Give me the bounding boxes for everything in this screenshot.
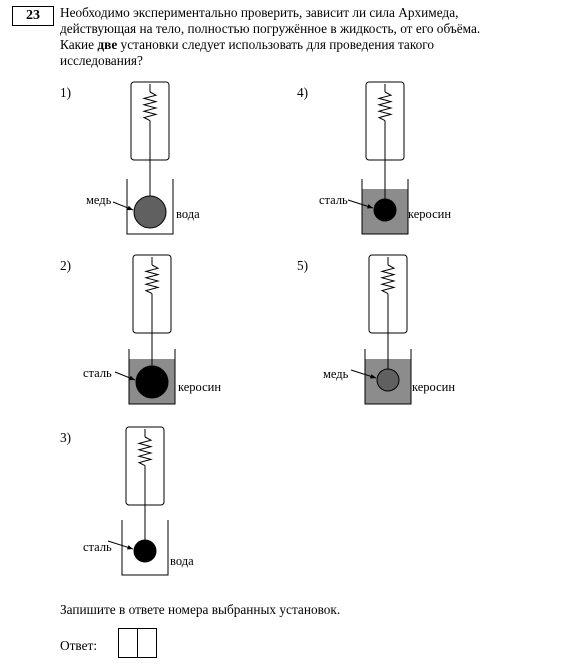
pointer-arrowhead-1 bbox=[127, 205, 133, 211]
question-text: Необходимо экспериментально проверить, з… bbox=[60, 5, 532, 69]
question-line-3: Какие две установки следует использовать… bbox=[60, 37, 532, 53]
spring-2 bbox=[144, 264, 160, 295]
ball-4 bbox=[373, 198, 397, 222]
setup-number-1: 1) bbox=[60, 85, 72, 100]
setup-number-4: 4) bbox=[297, 85, 309, 100]
liquid-label-3: вода bbox=[170, 554, 194, 568]
ball-2 bbox=[135, 365, 169, 399]
liquid-label-1: вода bbox=[176, 207, 200, 221]
setup-number-3: 3) bbox=[60, 430, 72, 445]
question-emphasis: две bbox=[97, 37, 118, 52]
vessel-5 bbox=[364, 349, 412, 405]
pointer-arrowhead-4 bbox=[367, 204, 373, 209]
metal-label-4: сталь bbox=[319, 193, 348, 207]
vessel-2 bbox=[128, 349, 176, 405]
pointer-arrowhead-3 bbox=[127, 545, 133, 550]
vessel-1 bbox=[126, 179, 174, 235]
pointer-arrowhead-2 bbox=[129, 375, 135, 381]
question-line-4: исследования? bbox=[60, 53, 143, 68]
question-line-3-start: Какие bbox=[60, 37, 98, 52]
ball-5 bbox=[376, 368, 400, 392]
pointer-arrowhead-5 bbox=[370, 374, 376, 379]
question-line-2: действующая на тело, полностью погружённ… bbox=[60, 21, 481, 36]
spring-3 bbox=[137, 436, 153, 467]
metal-label-2: сталь bbox=[83, 366, 112, 380]
setup-number-5: 5) bbox=[297, 258, 309, 273]
answer-cell-2[interactable] bbox=[137, 628, 157, 658]
answer-cell-1[interactable] bbox=[118, 628, 138, 658]
metal-label-5: медь bbox=[323, 367, 349, 381]
instruction-text: Запишите в ответе номера выбранных устан… bbox=[60, 602, 341, 617]
spring-4 bbox=[377, 91, 393, 122]
spring-1 bbox=[142, 91, 158, 122]
metal-label-3: сталь bbox=[83, 540, 112, 554]
vessel-4 bbox=[361, 179, 409, 235]
liquid-label-2: керосин bbox=[178, 380, 222, 394]
answer-label: Ответ: bbox=[60, 638, 98, 653]
question-line-3-end: установки следует использовать для прове… bbox=[117, 37, 435, 52]
setup-number-2: 2) bbox=[60, 258, 72, 273]
liquid-label-4: керосин bbox=[408, 207, 452, 221]
vessel-3 bbox=[121, 520, 169, 576]
ball-3 bbox=[133, 539, 157, 563]
question-number: 23 bbox=[12, 6, 54, 26]
liquid-label-5: керосин bbox=[412, 380, 456, 394]
ball-1 bbox=[133, 195, 167, 229]
metal-label-1: медь bbox=[86, 193, 112, 207]
question-line-1: Необходимо экспериментально проверить, з… bbox=[60, 5, 459, 20]
spring-5 bbox=[380, 264, 396, 295]
